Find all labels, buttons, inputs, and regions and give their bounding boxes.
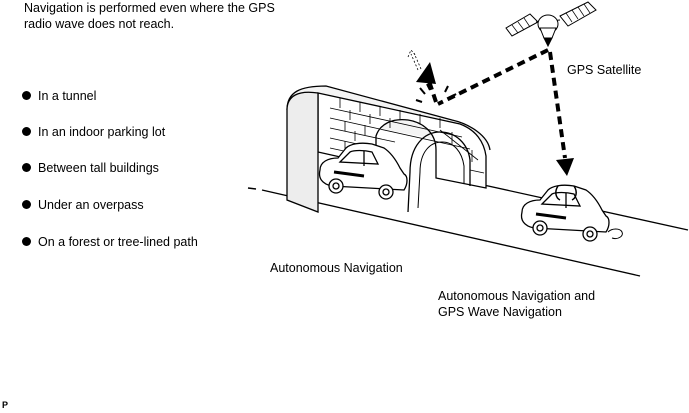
bullet-text: Under an overpass	[38, 198, 144, 212]
bullet-item: On a forest or tree-lined path	[22, 234, 198, 250]
bullet-text: In an indoor parking lot	[38, 125, 166, 139]
car-antenna-signal-icon	[555, 185, 577, 201]
intro-line-1: Navigation is performed even where the G…	[24, 1, 275, 15]
bullet-dot-icon	[22, 200, 31, 209]
bullet-dot-icon	[22, 237, 31, 246]
combined-navigation-label: Autonomous Navigation and GPS Wave Navig…	[438, 288, 595, 320]
bullet-item: In an indoor parking lot	[22, 124, 165, 140]
reflected-signal-icon	[407, 49, 422, 71]
bullet-dot-icon	[22, 127, 31, 136]
impact-burst-icon	[415, 83, 457, 103]
gps-signal-lines	[426, 48, 567, 159]
bullet-item: Between tall buildings	[22, 160, 159, 176]
arrow-to-car-icon	[556, 158, 574, 176]
gps-satellite-label: GPS Satellite	[567, 63, 642, 77]
car-outside	[520, 184, 623, 242]
arrow-blocked-icon	[416, 62, 436, 84]
intro-text: Navigation is performed even where the G…	[24, 0, 275, 32]
corner-mark: P	[2, 400, 9, 410]
bullet-text: On a forest or tree-lined path	[38, 235, 198, 249]
tunnel	[286, 85, 491, 213]
bullet-item: Under an overpass	[22, 197, 144, 213]
intro-line-2: radio wave does not reach.	[24, 17, 175, 31]
bullet-item: In a tunnel	[22, 88, 96, 104]
autonomous-navigation-label: Autonomous Navigation	[270, 261, 403, 275]
combined-label-line-2: GPS Wave Navigation	[438, 305, 562, 319]
tunnel-bricks	[329, 98, 485, 174]
bullet-dot-icon	[22, 91, 31, 100]
car-in-tunnel	[318, 142, 408, 200]
combined-label-line-1: Autonomous Navigation and	[438, 289, 596, 303]
gps-satellite-icon	[505, 1, 597, 48]
bullet-dot-icon	[22, 163, 31, 172]
bullet-text: Between tall buildings	[38, 161, 159, 175]
bullet-text: In a tunnel	[38, 89, 97, 103]
